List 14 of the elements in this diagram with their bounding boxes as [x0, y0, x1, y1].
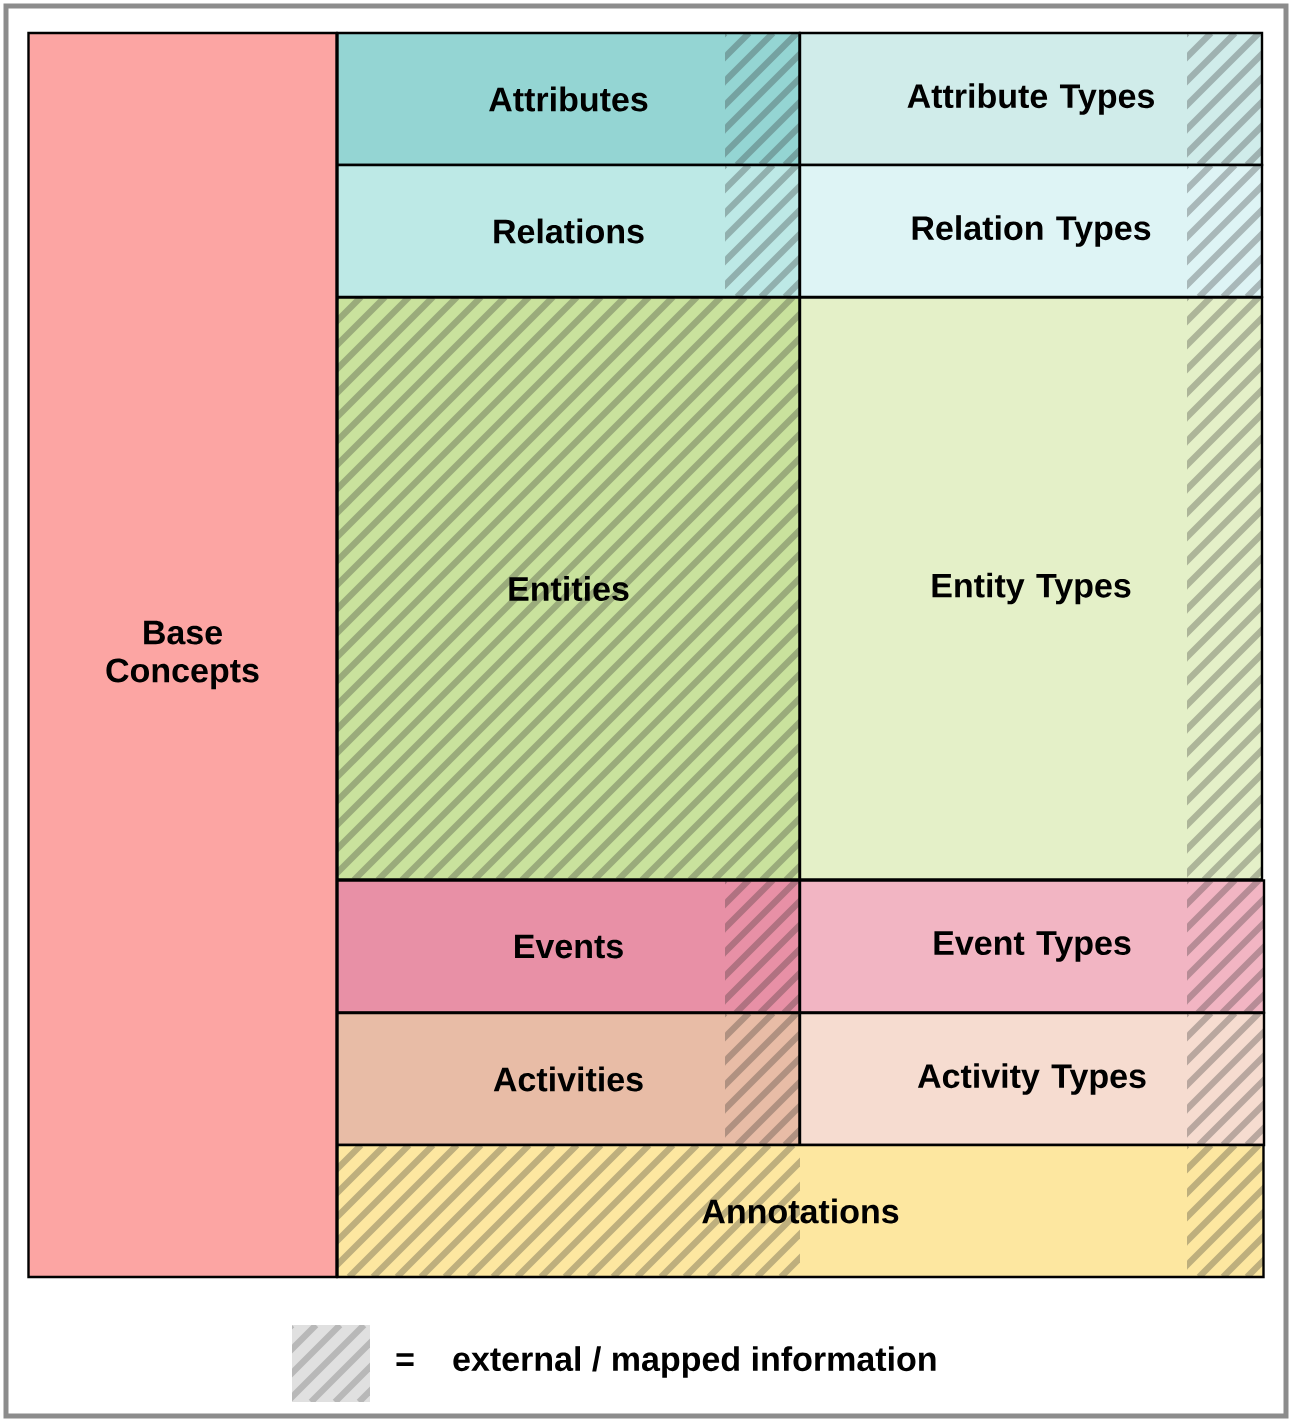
concept-box: Base Concepts — [27, 31, 338, 1279]
concept-box: Events — [336, 879, 801, 1014]
concept-box: Relations — [336, 163, 801, 299]
concept-box: Entity Types — [798, 296, 1264, 881]
concept-box: Activities — [336, 1011, 801, 1147]
concept-box: Attribute Types — [798, 31, 1264, 167]
concept-box: Relation Types — [798, 163, 1264, 299]
concept-box: Entities — [336, 296, 801, 881]
legend-text: = — [396, 1353, 414, 1366]
concept-box: Activity Types — [798, 1011, 1266, 1147]
concept-box: Annotations — [336, 1143, 1265, 1279]
concept-box: Attributes — [336, 31, 801, 167]
concept-box: Event Types — [798, 879, 1266, 1014]
legend-text: external / mapped information — [453, 1346, 936, 1378]
